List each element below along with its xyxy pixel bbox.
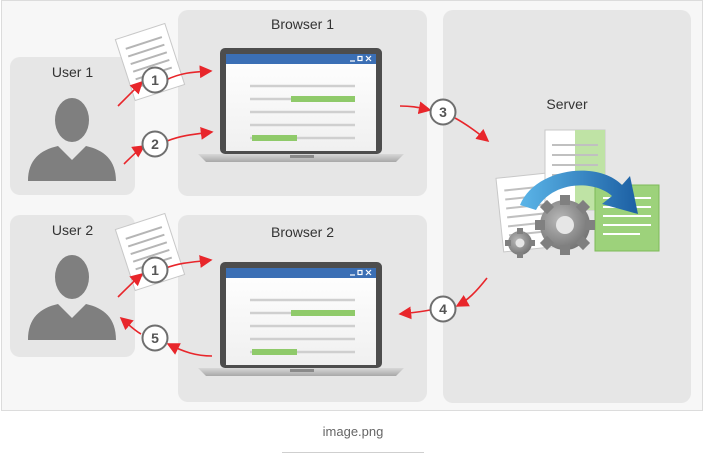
caption-divider — [282, 452, 424, 453]
step-number: 4 — [439, 301, 447, 317]
user1-label: User 1 — [51, 64, 94, 80]
step-number: 2 — [151, 136, 159, 152]
browser2-label: Browser 2 — [270, 224, 335, 240]
step-number: 1 — [151, 262, 159, 278]
browser1-label: Browser 1 — [270, 16, 335, 32]
image-caption: image.png — [322, 424, 384, 439]
user1-silhouette-icon — [28, 98, 116, 181]
step-circle-3: 3 — [429, 98, 457, 126]
laptop-browser2-icon — [198, 262, 404, 376]
step-circle-4: 4 — [429, 295, 457, 323]
server-processing-icon — [495, 129, 660, 258]
step-number: 3 — [439, 104, 447, 120]
flow-arrows — [117, 65, 490, 357]
user2-silhouette-icon — [28, 255, 116, 340]
step-circle-5: 5 — [141, 324, 169, 352]
user2-label: User 2 — [51, 222, 94, 238]
server-label: Server — [546, 96, 588, 112]
laptop-browser1-icon — [198, 48, 404, 162]
step-circle-2: 2 — [141, 130, 169, 158]
step-circle-1b: 1 — [141, 256, 169, 284]
step-circle-1a: 1 — [141, 66, 169, 94]
step-number: 5 — [151, 330, 159, 346]
step-number: 1 — [151, 72, 159, 88]
